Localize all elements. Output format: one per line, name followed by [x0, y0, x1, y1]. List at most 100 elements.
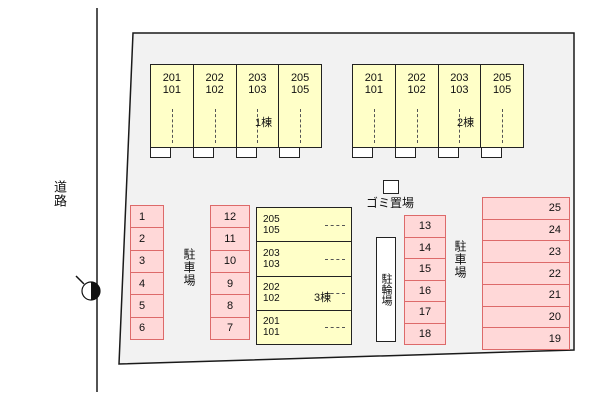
unit-upper-number: 202	[407, 72, 426, 84]
parking-stall: 25	[482, 197, 570, 220]
unit-2-203: 203 103	[437, 64, 482, 148]
stairs-dashed-line	[300, 109, 302, 143]
stairs-dashed-line	[257, 109, 259, 143]
unit-3-205: 205 105	[256, 207, 352, 243]
entrance-step	[481, 147, 502, 158]
unit-lower-number: 103	[450, 84, 469, 96]
parking-stall: 21	[482, 283, 570, 307]
unit-upper-number: 203	[263, 247, 280, 259]
unit-upper-number: 201	[162, 72, 182, 84]
unit-number: 201 101	[151, 72, 193, 96]
unit-1-201: 201 101	[150, 64, 194, 148]
parking-stall: 24	[482, 218, 570, 242]
trash-area-box	[383, 180, 399, 194]
compass-north-arrow-icon	[75, 275, 101, 301]
parking-stall: 23	[482, 240, 570, 264]
parking-stall: 14	[404, 236, 446, 259]
unit-lower-number: 102	[205, 84, 224, 96]
unit-number: 203 103	[263, 248, 280, 270]
stairs-dashed-line	[325, 293, 345, 295]
parking-stall: 19	[482, 327, 570, 351]
stairs-dashed-line	[373, 109, 375, 143]
unit-2-201: 201 101	[352, 64, 396, 148]
building-3-label: 3棟	[314, 292, 332, 304]
unit-number: 202 102	[396, 72, 438, 96]
unit-lower-number: 101	[162, 84, 182, 96]
unit-number: 205 105	[481, 72, 523, 96]
unit-number: 201 101	[353, 72, 395, 96]
parking-stall: 22	[482, 262, 570, 285]
parking-column-middle: 12 11 10 9 8 7	[210, 205, 250, 340]
building-2-label: 2棟	[457, 117, 475, 129]
unit-number: 202 102	[263, 282, 280, 304]
parking-column-right-inner: 13 14 15 16 17 18	[404, 215, 446, 345]
unit-lower-number: 105	[263, 224, 280, 236]
unit-upper-number: 201	[364, 72, 384, 84]
parking-stall: 9	[210, 271, 250, 296]
unit-lower-number: 101	[263, 327, 280, 339]
entrance-step	[150, 147, 171, 158]
building-1-label: 1棟	[255, 117, 273, 129]
parking-lot-label-right: 駐車場	[453, 240, 467, 279]
parking-stall: 17	[404, 301, 446, 324]
unit-1-205: 205 105	[278, 64, 322, 148]
parking-stall: 12	[210, 205, 250, 229]
bicycle-parking-area: 駐輪場	[376, 237, 396, 342]
parking-stall: 4	[130, 271, 164, 296]
unit-lower-number: 105	[290, 84, 310, 96]
entrance-step	[236, 147, 257, 158]
parking-column-left: 1 2 3 4 5 6	[130, 205, 164, 340]
unit-upper-number: 202	[263, 282, 280, 294]
building-1: 201 101 202 102 203 103 205 105	[150, 64, 322, 148]
unit-number: 201 101	[263, 316, 280, 338]
unit-1-202: 202 102	[192, 64, 237, 148]
unit-lower-number: 103	[248, 84, 267, 96]
unit-upper-number: 203	[248, 72, 267, 84]
stairs-dashed-line	[171, 109, 173, 143]
unit-lower-number: 101	[364, 84, 384, 96]
unit-2-202: 202 102	[394, 64, 439, 148]
stairs-dashed-line	[325, 327, 345, 329]
parking-stall: 16	[404, 279, 446, 302]
unit-lower-number: 105	[492, 84, 512, 96]
parking-stall: 11	[210, 227, 250, 251]
entrance-step	[352, 147, 373, 158]
parking-stall: 2	[130, 227, 164, 251]
unit-3-201: 201 101	[256, 309, 352, 345]
parking-stall: 6	[130, 316, 164, 340]
parking-stall: 20	[482, 305, 570, 329]
unit-lower-number: 102	[407, 84, 426, 96]
building-2: 201 101 202 102 203 103 205 105	[352, 64, 524, 148]
unit-upper-number: 202	[205, 72, 224, 84]
unit-upper-number: 203	[450, 72, 469, 84]
stairs-dashed-line	[416, 109, 418, 143]
building-3: 205 105 203 103 202 102 201 101	[256, 207, 352, 345]
unit-number: 202 102	[194, 72, 236, 96]
stairs-dashed-line	[502, 109, 504, 143]
parking-stall: 7	[210, 316, 250, 340]
unit-2-205: 205 105	[480, 64, 524, 148]
unit-number: 205 105	[263, 214, 280, 236]
unit-number: 203 103	[237, 72, 279, 96]
stairs-dashed-line	[459, 109, 461, 143]
unit-lower-number: 103	[263, 258, 280, 270]
unit-upper-number: 205	[263, 213, 280, 225]
unit-lower-number: 102	[263, 293, 280, 305]
parking-stall: 5	[130, 294, 164, 318]
unit-number: 205 105	[279, 72, 321, 96]
parking-stall: 1	[130, 205, 164, 229]
entrance-step	[395, 147, 416, 158]
entrance-step	[193, 147, 214, 158]
entrance-step	[438, 147, 459, 158]
trash-area-label: ゴミ置場	[366, 196, 415, 210]
stairs-dashed-line	[325, 224, 345, 226]
unit-3-203: 203 103	[256, 241, 352, 277]
stairs-dashed-line	[325, 258, 345, 260]
unit-1-203: 203 103	[235, 64, 280, 148]
stairs-dashed-line	[214, 109, 216, 143]
parking-stall: 10	[210, 249, 250, 273]
bicycle-parking-label: 駐輪場	[380, 273, 392, 306]
road-label: 道路	[52, 180, 67, 208]
parking-stall: 3	[130, 249, 164, 273]
